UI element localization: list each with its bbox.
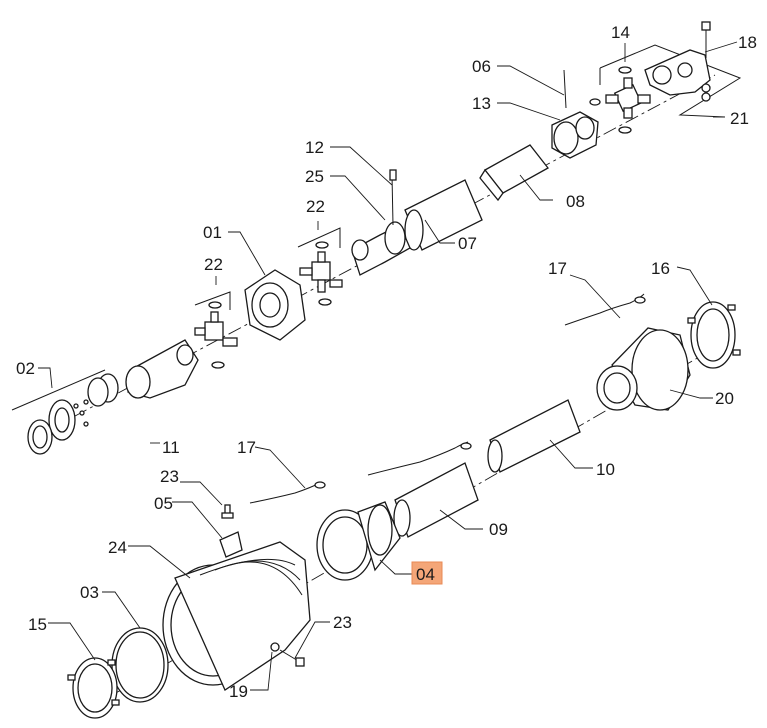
bracket-05 bbox=[219, 504, 243, 558]
cross-14 bbox=[589, 66, 651, 134]
part-label-09: 09 bbox=[489, 520, 508, 539]
part-label-17-upper: 17 bbox=[548, 259, 567, 278]
yoke-25 bbox=[351, 169, 411, 276]
bearing-02 bbox=[27, 399, 89, 455]
bracket-22-upper bbox=[297, 227, 341, 248]
bracket-21 bbox=[599, 44, 742, 118]
part-label-11: 11 bbox=[162, 438, 180, 457]
yoke-13 bbox=[551, 69, 599, 159]
part-label-21: 21 bbox=[730, 109, 749, 128]
ring-16 bbox=[687, 301, 741, 369]
part-label-03: 03 bbox=[80, 583, 99, 602]
bracket-11 bbox=[11, 369, 106, 411]
part-label-06: 06 bbox=[472, 57, 491, 76]
bellows-24 bbox=[162, 541, 311, 691]
part-label-14: 14 bbox=[611, 23, 630, 42]
part-label-19: 19 bbox=[229, 682, 248, 701]
part-label-12: 12 bbox=[305, 138, 324, 157]
part-label-01: 01 bbox=[203, 223, 222, 242]
part-label-15: 15 bbox=[28, 615, 47, 634]
highlight-04-box bbox=[411, 561, 443, 585]
part-label-23-lower: 23 bbox=[333, 613, 352, 632]
cone-20 bbox=[596, 327, 691, 411]
part-label-23-upper: 23 bbox=[160, 467, 179, 486]
ring-15 bbox=[67, 657, 120, 719]
part-label-07: 07 bbox=[458, 234, 477, 253]
ring-03 bbox=[111, 627, 169, 703]
cross-22-upper bbox=[299, 241, 343, 306]
chain-17-upper bbox=[564, 293, 646, 326]
leader-lines bbox=[38, 41, 738, 691]
part-label-17-lower: 17 bbox=[237, 438, 256, 457]
part-label-10: 10 bbox=[596, 460, 615, 479]
chain-17-middle bbox=[367, 441, 472, 476]
part-label-05: 05 bbox=[154, 494, 173, 513]
part-label-20: 20 bbox=[715, 389, 734, 408]
part-label-13: 13 bbox=[472, 94, 491, 113]
part-label-18: 18 bbox=[738, 33, 757, 52]
cross-22-lower bbox=[194, 301, 238, 369]
inner-tube-08 bbox=[479, 144, 549, 202]
yoke-tube-11 bbox=[87, 339, 199, 407]
cv-housing-01 bbox=[244, 269, 306, 341]
part-label-22-upper: 22 bbox=[306, 197, 325, 216]
part-label-04[interactable]: 04 bbox=[416, 565, 435, 584]
tube-09 bbox=[393, 462, 479, 538]
bracket-22-lower bbox=[194, 291, 231, 310]
cone-04 bbox=[316, 501, 401, 581]
screw-23-lower bbox=[270, 642, 305, 667]
part-label-25: 25 bbox=[305, 167, 324, 186]
part-label-22-lower: 22 bbox=[204, 255, 223, 274]
part-label-02: 02 bbox=[16, 359, 35, 378]
tube-10 bbox=[487, 399, 581, 473]
chain-17-lower bbox=[249, 481, 326, 504]
outer-tube-07 bbox=[404, 179, 483, 251]
yoke-18 bbox=[644, 21, 711, 102]
part-label-16: 16 bbox=[651, 259, 670, 278]
part-label-08: 08 bbox=[566, 192, 585, 211]
part-label-24: 24 bbox=[108, 538, 127, 557]
